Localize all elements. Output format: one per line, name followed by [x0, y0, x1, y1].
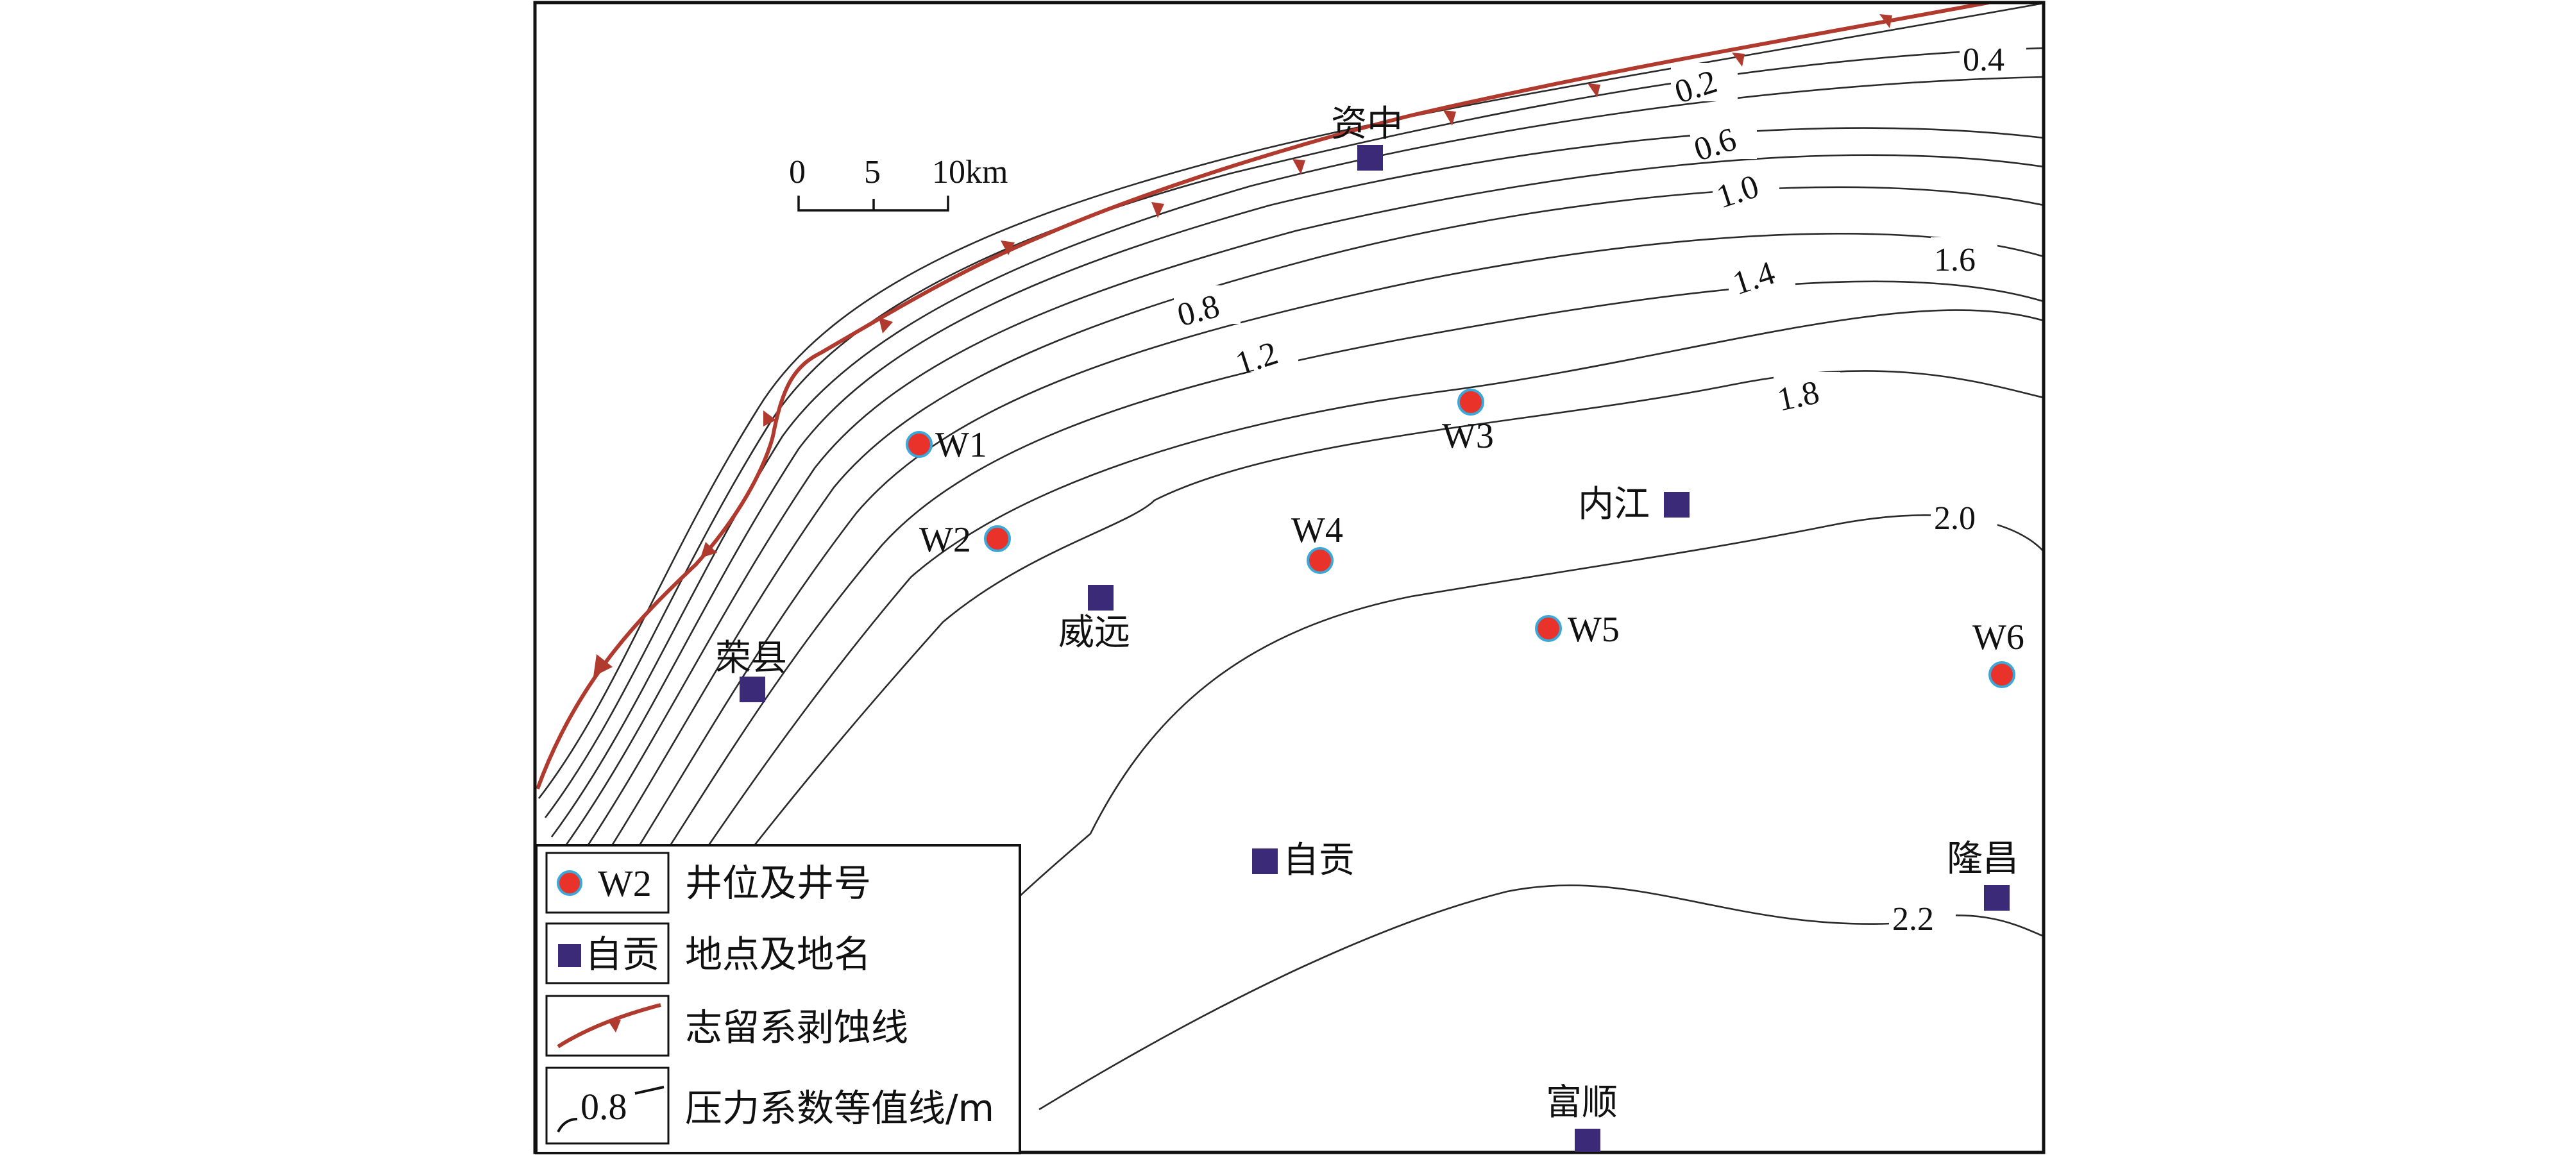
- contour-label: 0.4: [1963, 42, 2004, 78]
- scale-tick-0: 0: [789, 154, 806, 190]
- well-w6: W6: [1972, 618, 2024, 688]
- well-label: W4: [1291, 510, 1343, 550]
- well-label: W5: [1568, 610, 1620, 650]
- contour-line-0.4: [544, 47, 2044, 818]
- well-w3: W3: [1442, 389, 1494, 456]
- well-w1: W1: [906, 425, 987, 465]
- place-label: 隆昌: [1947, 838, 2019, 880]
- scale-tick-10km: 10km: [932, 154, 1008, 190]
- place-rongxian: 荣县: [715, 637, 787, 702]
- erosion-line: [536, 3, 1989, 790]
- contour-label: 2.0: [1934, 500, 1976, 537]
- legend-text: 志留系剥蚀线: [685, 1006, 908, 1049]
- contour-line-a: [557, 127, 2044, 857]
- well-label: W3: [1442, 416, 1494, 456]
- contour-line-0.2: [538, 3, 2044, 799]
- legend-text: 井位及井号: [685, 861, 871, 905]
- contour-line-b: [595, 233, 2044, 915]
- contour-label: 1.8: [1774, 374, 1822, 418]
- erosion-line-teeth: [593, 14, 1892, 677]
- legend-text: 地点及地名: [685, 932, 871, 976]
- legend: W2 井位及井号 自贡 地点及地名 志留系剥蚀线 0.8 压力系数等值线/m: [535, 844, 1021, 1154]
- place-neijiang: 内江: [1578, 484, 1690, 525]
- scale-tick-5: 5: [864, 154, 881, 190]
- contour-line-0.8: [566, 154, 2044, 876]
- contour-label: 1.6: [1934, 242, 1976, 278]
- legend-row-well: W2 井位及井号: [545, 852, 871, 914]
- well-w4: W4: [1291, 510, 1343, 574]
- place-label: 威远: [1058, 612, 1130, 653]
- legend-sample: 自贡: [585, 932, 659, 976]
- contour-line-0.6: [550, 76, 2044, 838]
- well-label: W6: [1972, 618, 2024, 657]
- place-zigong: 自贡: [1252, 839, 1355, 881]
- place-weiyuan: 威远: [1058, 585, 1130, 653]
- place-label: 内江: [1578, 484, 1650, 525]
- contour-line-1.6: [659, 370, 2044, 969]
- contour-label: 2.2: [1892, 901, 1934, 938]
- well-label: W1: [935, 425, 987, 465]
- legend-sample: 0.8: [580, 1086, 627, 1127]
- well-w5: W5: [1535, 610, 1620, 650]
- place-label: 荣县: [715, 637, 787, 679]
- place-label: 富顺: [1546, 1082, 1618, 1124]
- map-frame: [533, 1, 2046, 1154]
- legend-row-erosion: 志留系剥蚀线: [545, 995, 908, 1057]
- contour-line-1.4: [637, 309, 2044, 950]
- place-label: 资中: [1331, 103, 1403, 145]
- place-fushun: 富顺: [1546, 1082, 1618, 1152]
- scale-bar: 0 5 10km: [789, 154, 1008, 212]
- legend-sample: W2: [598, 863, 652, 904]
- place-longchang: 隆昌: [1947, 838, 2019, 911]
- well-w2: W2: [919, 520, 1011, 560]
- legend-text: 压力系数等值线/m: [685, 1086, 994, 1130]
- legend-row-place: 自贡 地点及地名: [545, 922, 871, 984]
- well-label: W2: [919, 520, 971, 560]
- place-zizhong: 资中: [1331, 103, 1403, 171]
- legend-row-contour: 0.8 压力系数等值线/m: [545, 1066, 994, 1145]
- place-label: 自贡: [1283, 839, 1355, 881]
